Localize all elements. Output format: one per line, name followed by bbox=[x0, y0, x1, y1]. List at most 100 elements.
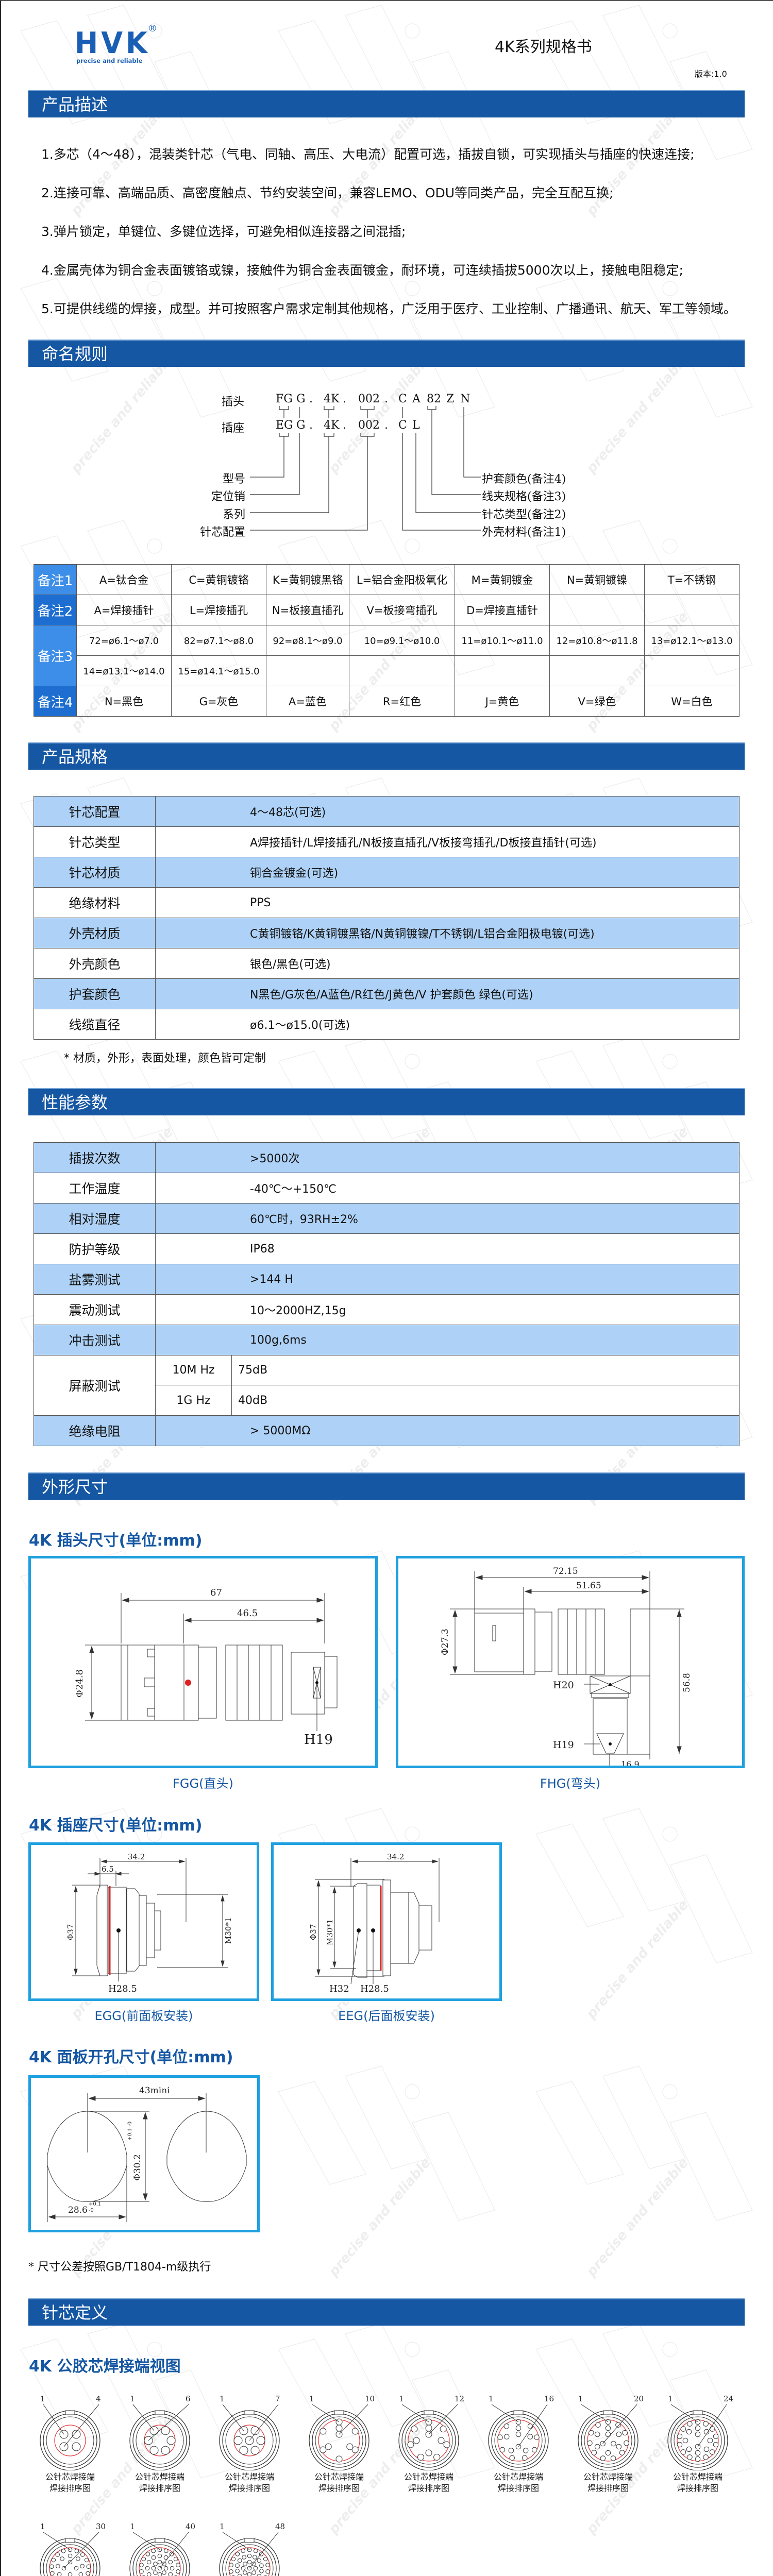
drawing-fgg-straight-plug: 67 46.5 Φ24.8 H19 bbox=[28, 1556, 378, 1768]
note-head: 备注2 bbox=[33, 595, 77, 625]
note-cell: 10=ø9.1～ø10.0 bbox=[349, 625, 455, 656]
section-bar-dimensions: 外形尺寸 bbox=[28, 1472, 745, 1500]
naming-leader-lines bbox=[250, 406, 481, 531]
note-cell: J=黄色 bbox=[454, 686, 550, 717]
note-cell: 72=ø6.1～ø7.0 bbox=[76, 625, 172, 656]
note-cell: 82=ø7.1～ø8.0 bbox=[171, 625, 266, 656]
dim-flat: 28.6 bbox=[68, 2205, 88, 2215]
spec-value: A焊接插针/L焊接插孔/N板接直插孔/V板接弯插孔/D板接直插针(可选) bbox=[155, 826, 740, 857]
svg-text:1: 1 bbox=[130, 2394, 135, 2403]
perf-label: 绝缘电阻 bbox=[33, 1415, 156, 1446]
label-clamp-spec: 线夹规格(备注3) bbox=[482, 490, 566, 503]
pin-caption-line2: 焊接排序图 bbox=[497, 2483, 539, 2493]
specs-customization-note: * 材质，外形，表面处理，颜色皆可定制 bbox=[64, 1052, 266, 1065]
dim-hex: H28.5 bbox=[108, 1984, 137, 1994]
note-cell: N=板接直插孔 bbox=[265, 595, 350, 625]
note-cell: 15=ø14.1～ø15.0 bbox=[171, 655, 266, 686]
note-cell: C=黄铜镀铬 bbox=[171, 564, 266, 595]
pin-caption-line2: 焊接排序图 bbox=[408, 2483, 449, 2493]
fhg-drawing-svg: 72.15 51.65 Φ27.3 56.8 H20 H19 16.9 bbox=[440, 1566, 692, 1773]
dim-diameter: Φ24.8 bbox=[74, 1669, 85, 1698]
note-cell: N=黑色 bbox=[76, 686, 172, 717]
pin-caption-line2: 焊接排序图 bbox=[587, 2483, 629, 2493]
svg-text:1: 1 bbox=[220, 2522, 225, 2531]
perf-label: 工作温度 bbox=[33, 1173, 156, 1204]
pin-caption-line2: 焊接排序图 bbox=[677, 2483, 718, 2493]
spec-row: 针芯材质铜合金镀金(可选) bbox=[33, 857, 740, 888]
note-cell: V=绿色 bbox=[549, 686, 645, 717]
note-cell: 92=ø8.1～ø9.0 bbox=[265, 625, 350, 656]
pin-caption-line1: 公针芯焊接端 bbox=[135, 2472, 184, 2482]
svg-text:-0: -0 bbox=[89, 2208, 94, 2213]
note-row-3: 备注3 72=ø6.1～ø7.0 82=ø7.1～ø8.0 92=ø8.1～ø9… bbox=[33, 625, 740, 686]
pin-caption-line1: 公针芯焊接端 bbox=[404, 2472, 453, 2482]
perf-row: 绝缘电阻> 5000MΩ bbox=[33, 1415, 740, 1446]
note-row-3b: 14=ø13.1～ø14.0 15=ø14.1～ø15.0 bbox=[34, 655, 740, 686]
note-head: 备注4 bbox=[33, 686, 77, 717]
pin-diagram-48: 148公针芯焊接端焊接排序图 bbox=[217, 2521, 300, 2576]
perf-label: 屏蔽测试 bbox=[33, 1355, 156, 1416]
note-cell: T=不锈钢 bbox=[644, 564, 740, 595]
svg-text:40: 40 bbox=[186, 2522, 195, 2531]
naming-diagram: 插头 插座 FG G . 4K . 002 . C A 82 Z N EG G … bbox=[0, 0, 773, 546]
spec-label: 护套颜色 bbox=[33, 978, 156, 1009]
dim-diameter: Φ37 bbox=[66, 1924, 75, 1940]
dim-height: 56.8 bbox=[682, 1673, 692, 1692]
label-shell-material: 外壳材料(备注1) bbox=[482, 526, 566, 539]
label-contact-type: 针芯类型(备注2) bbox=[482, 509, 566, 521]
panel-cutout-heading: 4K 面板开孔尺寸(单位:mm) bbox=[29, 2048, 233, 2066]
dim-diameter: Φ30.2 bbox=[132, 2154, 143, 2181]
note-cell: W=白色 bbox=[644, 686, 740, 717]
spec-label: 线缆直径 bbox=[33, 1009, 156, 1040]
shielding-frequency: 10M Hz bbox=[155, 1355, 232, 1385]
perf-row: 盐雾测试>144 H bbox=[33, 1264, 740, 1295]
note-cell: 11=ø10.1～ø11.0 bbox=[454, 625, 550, 656]
note-cell bbox=[644, 595, 740, 625]
spec-value: 4～48芯(可选) bbox=[155, 796, 740, 827]
caption-fgg: FGG(直头) bbox=[173, 1776, 233, 1791]
svg-text:12: 12 bbox=[455, 2394, 464, 2403]
note-cell bbox=[644, 655, 740, 686]
pin-caption-line2: 焊接排序图 bbox=[139, 2483, 180, 2493]
svg-text:1: 1 bbox=[399, 2394, 404, 2403]
dim-hex-1: H20 bbox=[553, 1680, 574, 1691]
label-key-pin: 定位销 bbox=[211, 490, 246, 503]
spec-label: 针芯材质 bbox=[33, 857, 156, 888]
pin-diagram-caption: 公针芯焊接端焊接排序图 bbox=[388, 2471, 470, 2494]
caption-eeg: EEG(后面板安装) bbox=[338, 2009, 435, 2023]
svg-text:1: 1 bbox=[309, 2394, 314, 2403]
pin-diagram-caption: 公针芯焊接端焊接排序图 bbox=[208, 2471, 291, 2494]
note-row-4: 备注4 N=黑色 G=灰色 A=蓝色 R=红色 J=黄色 V=绿色 W=白色 bbox=[33, 686, 740, 717]
pin-caption-line1: 公针芯焊接端 bbox=[583, 2472, 633, 2482]
svg-text:1: 1 bbox=[578, 2394, 583, 2403]
dim-spacing: 43mini bbox=[139, 2086, 170, 2096]
fgg-drawing-svg: 67 46.5 Φ24.8 H19 bbox=[74, 1587, 338, 1748]
dim-hex-2: H19 bbox=[553, 1739, 574, 1751]
note-head: 备注1 bbox=[33, 564, 77, 595]
svg-text:24: 24 bbox=[724, 2394, 733, 2403]
male-pin-heading: 4K 公胶芯焊接端视图 bbox=[29, 2358, 181, 2376]
spec-value: N黑色/G灰色/A蓝色/R红色/J黄色/V 护套颜色 绿色(可选) bbox=[155, 978, 740, 1009]
label-pin-config: 针芯配置 bbox=[200, 526, 246, 539]
plug-dimensions-heading: 4K 插头尺寸(单位:mm) bbox=[29, 1532, 203, 1550]
naming-notes-table: 备注1 A=钛合金 C=黄铜镀铬 K=黄铜镀黑铬 L=铝合金阳极氧化 M=黄铜镀… bbox=[33, 564, 740, 717]
svg-text:1: 1 bbox=[220, 2394, 225, 2403]
note-cell: 13=ø12.1～ø13.0 bbox=[644, 625, 740, 656]
perf-value: > 5000MΩ bbox=[155, 1415, 740, 1446]
